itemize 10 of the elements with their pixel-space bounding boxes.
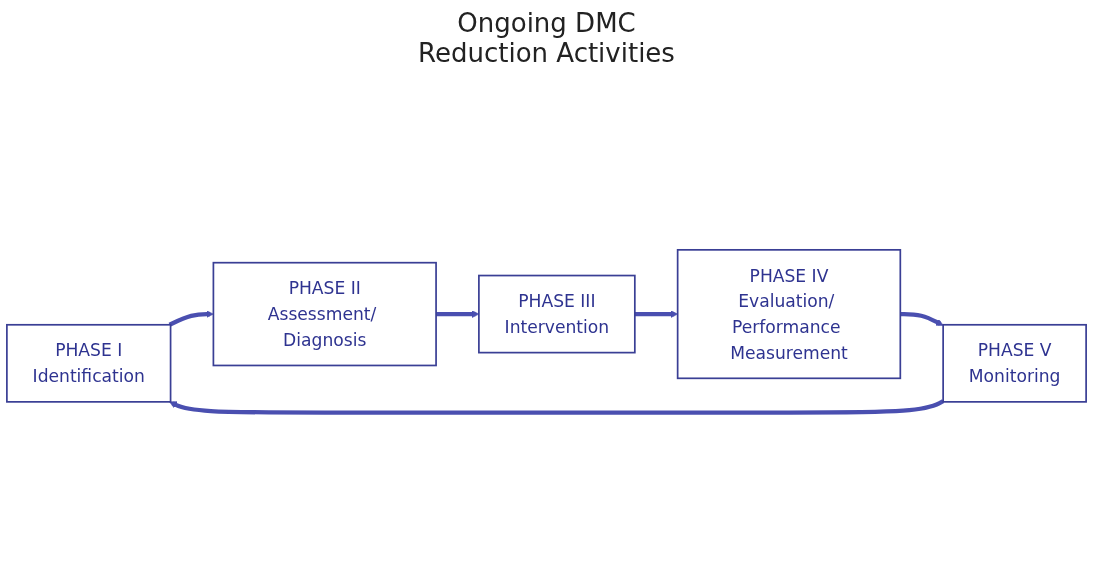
arrow — [900, 311, 944, 326]
center-text: Ongoing DMC Reduction Activities — [417, 8, 676, 68]
node-box: PHASE V Monitoring — [942, 323, 1087, 403]
arrow — [634, 310, 678, 318]
arrow — [169, 399, 945, 415]
arrow — [168, 310, 214, 327]
node-box: PHASE II Assessment/ Diagnosis — [212, 261, 437, 367]
node-box: PHASE III Intervention — [478, 274, 636, 354]
node-box: PHASE IV Evaluation/ Performance Measurement — [676, 248, 902, 379]
node-box: PHASE I Identification — [6, 323, 172, 403]
